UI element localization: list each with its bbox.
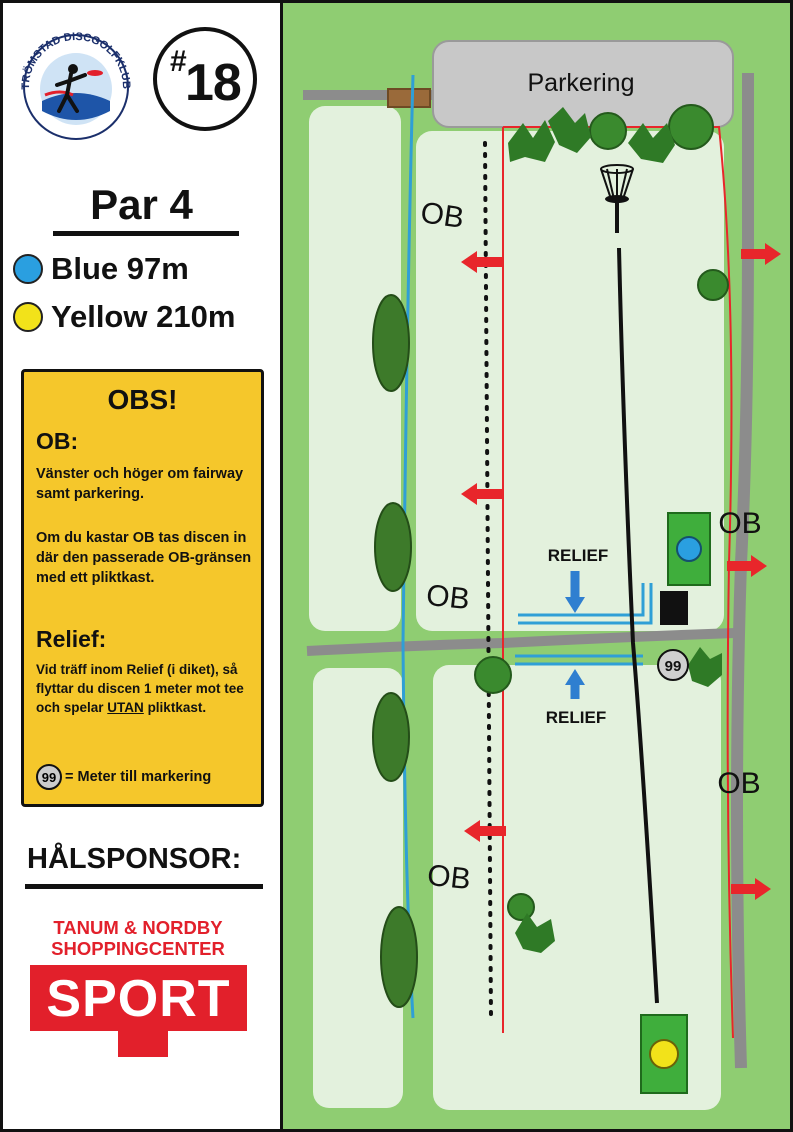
tree-column [372,294,418,1008]
relief-label-upper: RELIEF [548,546,608,565]
blue-tee-marker-icon [676,536,702,562]
distance-legend: 99 = Meter till markering [36,764,211,790]
sponsor-logo: SPORT [30,965,247,1031]
sponsor-name-line2: SHOPPINGCENTER [51,938,225,959]
tee-blue-label: Blue 97m [51,251,189,286]
obs-title: OBS! [107,384,178,415]
ob-label-1: OB [419,196,467,235]
sponsor-heading: HÅLSPONSOR: [27,843,242,875]
distance-marker-label: 99 [665,658,682,675]
bridge [387,88,431,108]
relief-text-before: Vid träff inom Relief (i diket), så flyt… [36,662,244,715]
fairway-left-lower [313,668,403,1108]
relief-arrow-down-head [565,597,585,613]
yellow-tee-marker-icon [649,1039,679,1069]
obs-notice-box: OBS! OB: Vänster och höger om fairway sa… [21,369,264,807]
distance-post [660,591,688,625]
bush-cluster [508,107,722,953]
ob-rule-text: Om du kastar OB tas discen in där den pa… [36,530,252,586]
ob-dotted-line [483,141,493,1020]
ob-label-5: OB [717,767,760,800]
sponsor-underline [25,884,263,889]
hole-map: Parkering RELIEF RELIEF [283,3,790,1129]
ob-heading: OB: [36,428,79,454]
relief-heading: Relief: [36,626,107,652]
panel-divider [280,3,283,1129]
tee-yellow-row: Yellow 210m [13,299,235,335]
ob-label-3: OB [426,859,473,896]
parking-label: Parkering [528,69,635,97]
info-sidebar: STRÖMSTAD DISCGOLFKLUBB # 18 Par 4 Blue … [3,3,280,1129]
distance-marker-icon [657,649,689,681]
relief-label-lower: RELIEF [546,708,606,727]
ob-text: Vänster och höger om fairway samt parker… [36,466,244,502]
hole-number-badge: # 18 [153,27,257,131]
hole-number: 18 [185,54,242,112]
relief-text-underlined: UTAN [107,700,144,715]
sponsor-logo-stem [118,1031,168,1057]
blue-tee-dot-icon [13,254,43,284]
flight-path [617,247,659,1004]
distance-legend-text: = Meter till markering [65,769,212,785]
hole-hash: # [170,45,187,78]
ditch-line [401,74,415,1019]
ob-label-4: OB [718,507,761,540]
fairway-main-upper [416,131,724,631]
yellow-tee [640,1014,688,1094]
tee-blue-row: Blue 97m [13,251,189,287]
club-logo: STRÖMSTAD DISCGOLFKLUBB [15,25,132,140]
par-label: Par 4 [90,181,193,228]
ob-label-2: OB [425,579,472,616]
fairway-left-upper [309,106,401,631]
basket-icon [600,164,634,233]
road-right [731,73,754,1069]
sponsor-brand: SPORT [46,970,231,1028]
fairway-main-lower [433,665,721,1110]
relief-text-after: pliktkast. [147,700,207,715]
relief-arrow-up-head [565,669,585,685]
blue-tee [667,512,711,586]
tree-cluster [474,104,729,921]
distance-badge-icon: 99 [36,764,62,790]
tee-yellow-label: Yellow 210m [51,299,236,334]
relief-zone-lower [515,654,643,666]
yellow-tee-dot-icon [13,302,43,332]
ob-arrows [461,243,781,900]
sponsor-name-line1: TANUM & NORDBY [53,917,223,938]
par-underline [53,231,239,236]
relief-zone-upper [518,583,653,625]
sponsor-name: TANUM & NORDBY SHOPPINGCENTER [3,917,273,959]
relief-text: Vid träff inom Relief (i diket), så flyt… [36,660,261,717]
